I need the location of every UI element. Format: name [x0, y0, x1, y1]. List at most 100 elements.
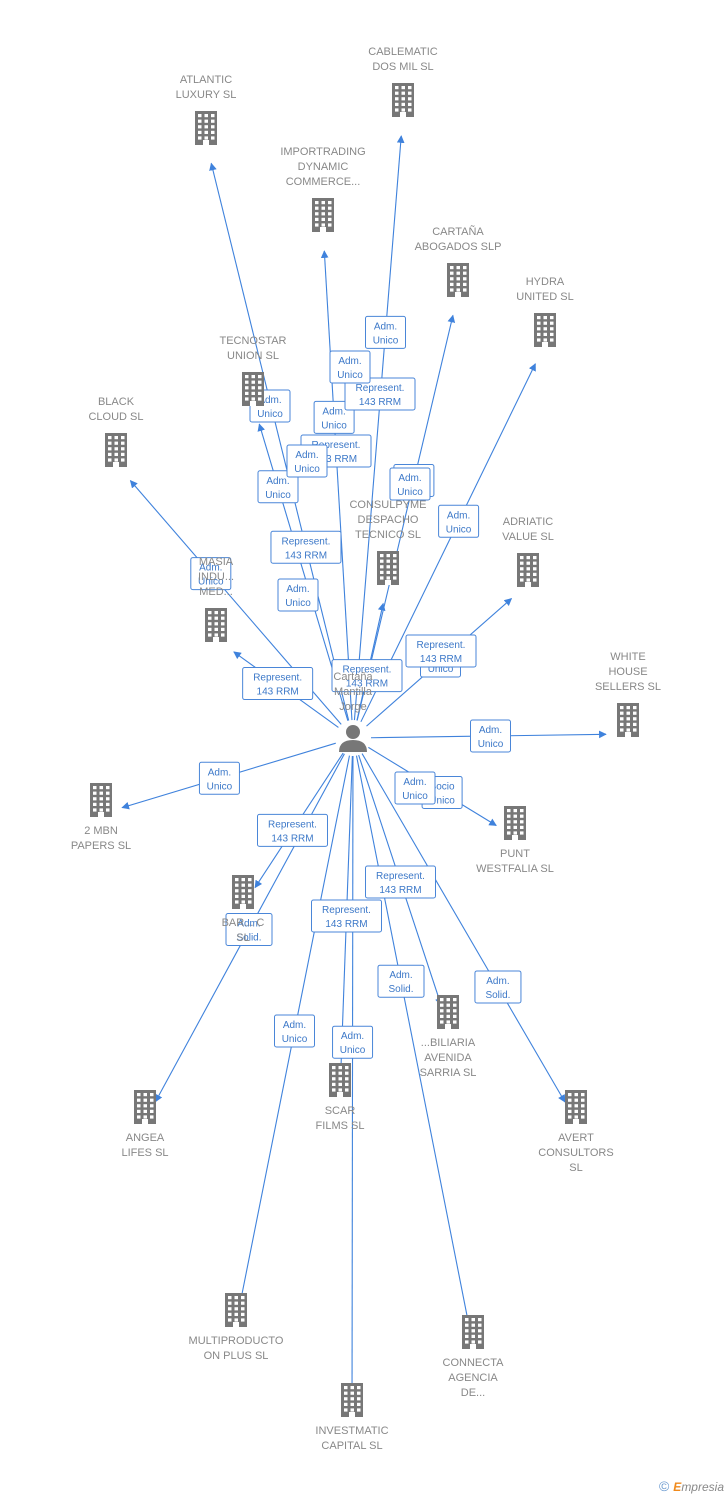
edge-label-box	[365, 865, 436, 899]
edge-label-investmatic[interactable]: Adm.Unico	[332, 1025, 374, 1059]
building-icon	[134, 1090, 156, 1124]
edge-label-extra-4[interactable]: Adm.Unico	[286, 444, 328, 478]
edge-line-investmatic	[348, 755, 356, 1393]
building-icon	[447, 263, 469, 297]
edge-label-extra-7[interactable]: Represent.143 RRM	[405, 634, 477, 668]
edge-label-box	[257, 470, 299, 504]
edge-label-text: Adm.Unico	[321, 406, 347, 431]
person-icon	[339, 725, 367, 752]
edge-label-avert[interactable]: Adm.Solid.	[474, 970, 522, 1004]
edge-label-box	[329, 350, 371, 384]
edge-label-box	[438, 504, 480, 538]
edge-label-importrading[interactable]: Adm.Unico	[313, 400, 355, 434]
edge-label-hydra[interactable]: Adm.Unico	[438, 504, 480, 538]
edge-label-consulpyme[interactable]: Represent.143 RRM	[331, 659, 403, 693]
building-icon	[437, 995, 459, 1029]
edge-line-importrading	[320, 250, 353, 721]
edge-label-text: Adm.Unico	[282, 1020, 308, 1045]
edge-label-text: Adm.Unico	[257, 395, 283, 420]
edge-label-connecta[interactable]: Adm.Solid.	[377, 964, 425, 998]
building-icon	[105, 433, 127, 467]
building-icon	[225, 1293, 247, 1327]
edge-label-box	[344, 377, 416, 411]
edge-label-extra-5[interactable]: Adm.Unico	[389, 467, 431, 501]
edge-label-box	[394, 771, 436, 805]
edge-label-extra-6[interactable]: Adm.Unico	[277, 578, 319, 612]
edge-label-inmobiliaria[interactable]: Represent.143 RRM	[365, 865, 436, 899]
edge-label-box	[470, 719, 511, 753]
edge-label-extra-2[interactable]: Adm.Unico	[329, 350, 371, 384]
edge-label-masia[interactable]: Represent.143 RRM	[242, 667, 314, 701]
edge-label-box	[313, 400, 355, 434]
edge-label-mbn[interactable]: Adm.Unico	[198, 761, 240, 795]
edge-label-white_house[interactable]: Adm.Unico	[470, 719, 511, 753]
edge-label-text: Adm.Solid.	[485, 976, 510, 1001]
edge-label-box	[286, 444, 328, 478]
edge-label-extra-0[interactable]: Represent.143 RRM	[344, 377, 416, 411]
edge-label-cablematic[interactable]: Adm.Unico	[365, 315, 406, 349]
edge-label-text: Adm.Unico	[285, 584, 311, 609]
edge-label-box	[242, 667, 314, 701]
edge-label-black_cloud[interactable]: Adm.Unico	[190, 557, 232, 591]
edge-label-angea[interactable]: Adm.Solid.	[225, 913, 273, 946]
edge-label-bar[interactable]: Represent.143 RRM	[257, 813, 328, 847]
edge-label-scar[interactable]: Represent.143 RRM	[311, 899, 382, 933]
edge-label-extra-8[interactable]: Adm.Unico	[394, 771, 436, 805]
building-icon	[242, 372, 264, 406]
edge-label-tecnostar[interactable]: Adm.Unico	[257, 470, 299, 504]
edge-label-box	[474, 970, 522, 1004]
edge-label-box	[257, 813, 328, 847]
building-icon	[90, 783, 112, 817]
footer-brand[interactable]: ©Empresia	[659, 1478, 724, 1494]
edge-label-box	[311, 899, 382, 933]
edge-label-text: Adm.Unico	[478, 725, 504, 750]
edge-label-text: Adm.Unico	[340, 1031, 366, 1056]
edge-label-text: Represent.143 RRM	[356, 383, 405, 408]
edges-layer	[121, 135, 607, 1393]
edge-line-avert	[361, 753, 566, 1103]
edge-label-text: Represent.143 RRM	[376, 871, 425, 896]
edge-label-box	[405, 634, 477, 668]
edge-label-multiproducto[interactable]: Adm.Unico	[274, 1014, 315, 1048]
edge-line-connecta	[355, 755, 472, 1326]
brand-logo-e: E	[673, 1480, 682, 1494]
edge-label-text: Adm.Unico	[446, 510, 472, 535]
building-icon	[232, 875, 254, 909]
edge-label-atlantic[interactable]: Represent.143 RRM	[270, 530, 342, 564]
